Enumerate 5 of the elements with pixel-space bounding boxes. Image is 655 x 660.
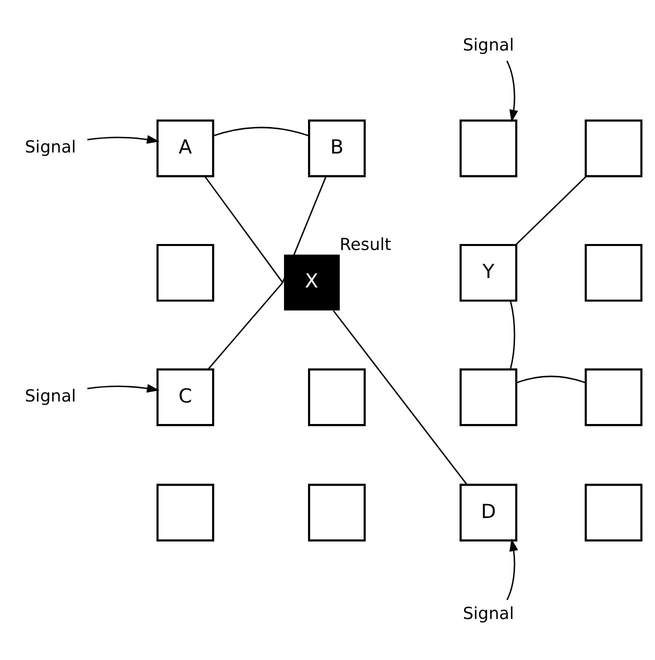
node-text: Signal [24, 137, 76, 156]
node-text: Signal [462, 34, 514, 54]
node-label: Result [340, 234, 392, 254]
node-text: Signal [24, 386, 76, 406]
node-text: Signal [462, 604, 514, 623]
